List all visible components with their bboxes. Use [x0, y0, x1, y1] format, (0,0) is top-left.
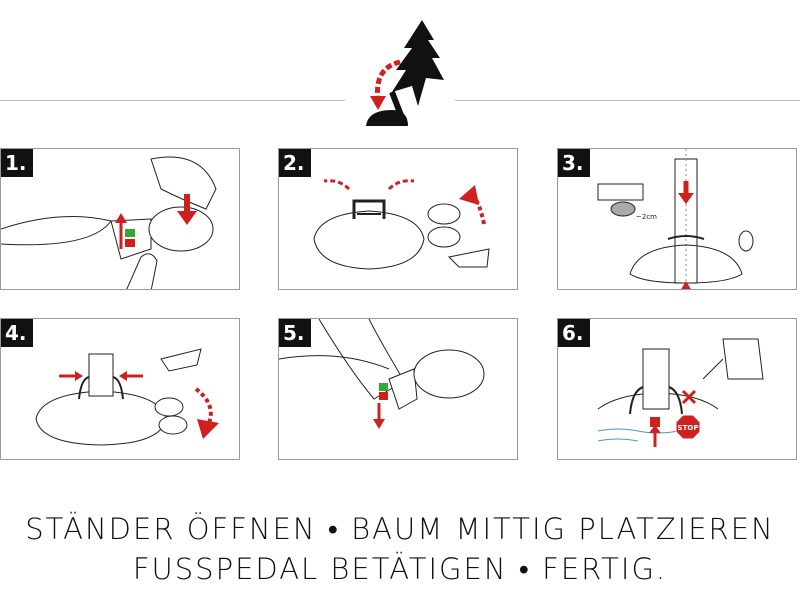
- header-rule-left: [0, 100, 345, 101]
- step-number: 5.: [279, 319, 311, 347]
- header-rule-right: [455, 100, 800, 101]
- place-tree-illustration: ~2cm: [597, 149, 754, 289]
- stop-sign-label: STOP: [678, 424, 699, 432]
- open-stand-illustration: [1, 156, 217, 289]
- step-2-panel: 2.: [278, 148, 518, 290]
- step-3-panel: 3. ~2cm: [557, 148, 797, 290]
- step-4-panel: 4.: [0, 318, 240, 460]
- step-number: 2.: [279, 149, 311, 177]
- step-number: 4.: [1, 319, 33, 347]
- caption-line-2: FUSSPEDAL BETÄTIGEN • FERTIG.: [132, 552, 668, 586]
- step-6-panel: 6. STOP: [557, 318, 797, 460]
- gap-annotation: ~2cm: [636, 213, 657, 221]
- step-number: 3.: [558, 149, 590, 177]
- caption-line-1: STÄNDER ÖFFNEN • BAUM MITTIG PLATZIEREN: [25, 512, 775, 546]
- fill-water-illustration: STOP: [597, 338, 764, 447]
- step-1-panel: 1.: [0, 148, 240, 290]
- stand-opened-illustration: [313, 179, 490, 270]
- close-stand-illustration: [35, 348, 219, 446]
- step-number: 1.: [1, 149, 33, 177]
- tree-stand-logo-icon: [366, 20, 444, 126]
- step-number: 6.: [558, 319, 590, 347]
- press-pedal-illustration: [279, 319, 485, 429]
- step-5-panel: 5.: [278, 318, 518, 460]
